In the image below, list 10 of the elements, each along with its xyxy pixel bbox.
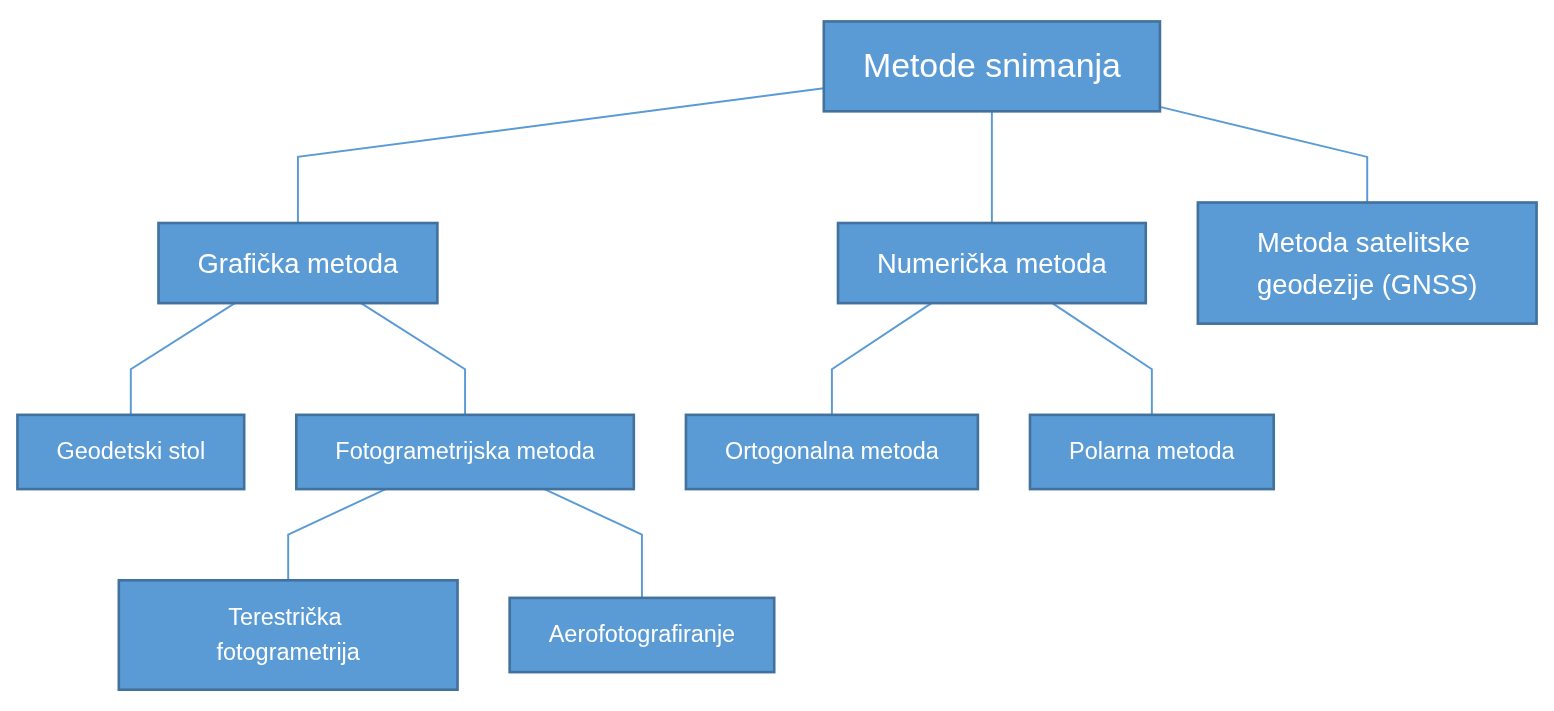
node-box: Numerička metoda [836,221,1148,305]
node-box: Geodetski stol [16,413,246,491]
node-box: Fotogrametrijska metoda [295,413,636,491]
node-box: Metoda satelitske geodezije (GNSS) [1196,201,1538,325]
node-box: Grafička metoda [157,221,439,305]
node-box: Polarna metoda [1028,413,1276,491]
node-box: Aerofotografiranje [508,596,776,674]
node-box: Ortogonalna metoda [684,413,980,491]
node-box: Terestrička fotogrametrija [117,578,459,691]
node-box: Metode snimanja [822,20,1162,113]
